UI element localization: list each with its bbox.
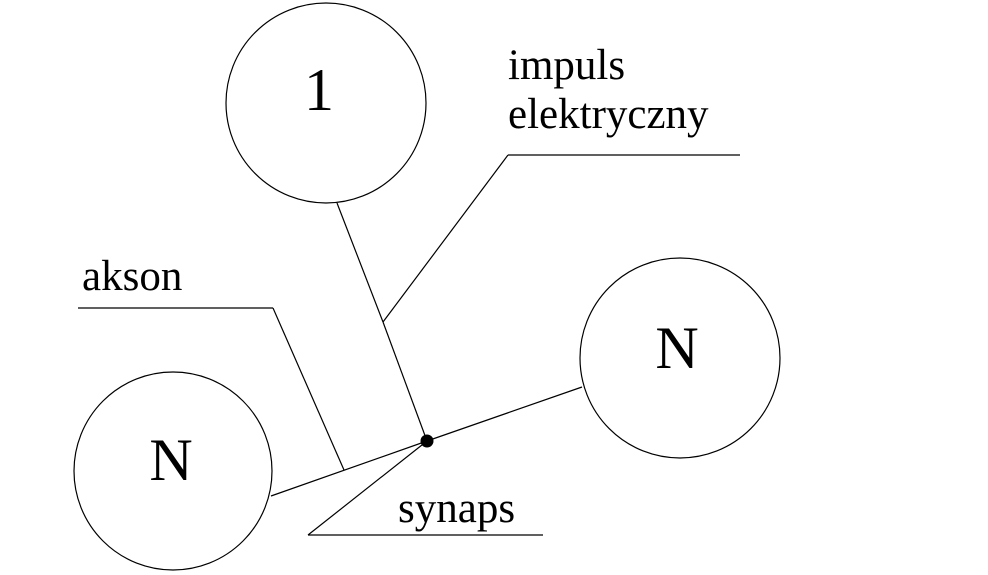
synaps-leader-line <box>307 440 428 536</box>
neuron-1-axon-line-upper <box>336 202 384 323</box>
neuron-1-circle <box>225 2 427 204</box>
neuron-left-circle <box>73 371 273 571</box>
synaps-label: synaps <box>398 485 515 532</box>
neuron-left-label: N <box>149 427 192 493</box>
akson-leader-line <box>272 307 345 471</box>
neuron-1-label: 1 <box>304 57 334 123</box>
right-neuron-link-line <box>426 386 583 442</box>
impuls-label-line1: impuls <box>508 42 625 89</box>
neuron-right-label: N <box>655 315 698 381</box>
synapse-dot <box>420 434 434 448</box>
impuls-leader-line <box>382 154 509 323</box>
left-neuron-axon-line <box>270 440 428 497</box>
impuls-label-line2: elektryczny <box>508 91 709 138</box>
diagram-strokes <box>73 2 781 571</box>
akson-label: akson <box>82 253 182 300</box>
neuron-right-circle <box>579 257 781 459</box>
neuron-1-axon-line-lower <box>382 321 428 442</box>
